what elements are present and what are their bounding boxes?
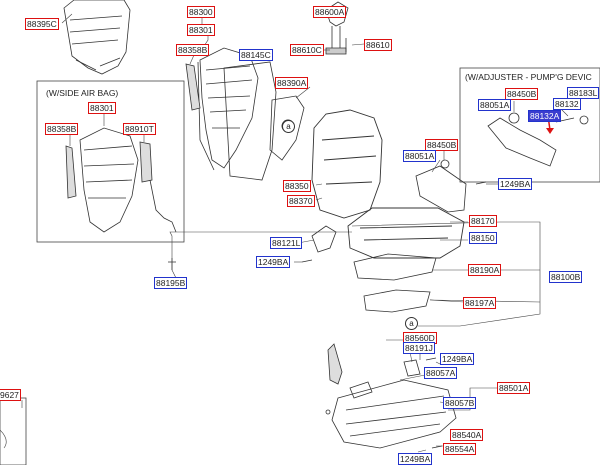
inset-box-side-airbag xyxy=(36,80,185,243)
part-label-88358b[interactable]: 88358B xyxy=(176,44,210,56)
part-label-88121l[interactable]: 88121L xyxy=(270,237,303,249)
recliner-cover xyxy=(415,165,467,213)
inset-title-adjuster: (W/ADJUSTER - PUMP'G DEVIC xyxy=(465,72,592,82)
part-label-88610[interactable]: 88610 xyxy=(364,39,392,51)
back-pad xyxy=(269,95,305,161)
part-label-88610c[interactable]: 88610C xyxy=(290,44,324,56)
part-label-88350[interactable]: 88350 xyxy=(283,180,311,192)
part-label-88195b[interactable]: 88195B xyxy=(154,277,188,289)
part-label-88370[interactable]: 88370 xyxy=(287,195,315,207)
knob-450B xyxy=(440,159,450,169)
back-board xyxy=(223,61,277,181)
part-label-88554a[interactable]: 88554A xyxy=(443,443,477,455)
inset-box-corner xyxy=(0,397,27,465)
part-label-88132a[interactable]: 88132A xyxy=(528,110,562,122)
part-label-88145c[interactable]: 88145C xyxy=(239,49,273,61)
leader-lines xyxy=(0,9,569,453)
cushion-plate xyxy=(363,289,431,313)
bolts xyxy=(168,38,487,449)
part-label-9627[interactable]: 9627 xyxy=(0,389,21,401)
part-label-88051a[interactable]: 88051A xyxy=(403,150,437,162)
part-label-88301-inset[interactable]: 88301 xyxy=(88,102,116,114)
part-label-88910t[interactable]: 88910T xyxy=(123,123,156,135)
part-label-88540a[interactable]: 88540A xyxy=(450,429,484,441)
part-label-88450b-adjuster[interactable]: 88450B xyxy=(505,88,539,100)
part-label-88450b[interactable]: 88450B xyxy=(425,139,459,151)
side-bracket-left xyxy=(185,63,201,111)
part-label-88395c[interactable]: 88395C xyxy=(25,18,59,30)
part-label-88100b[interactable]: 88100B xyxy=(549,271,583,283)
part-label-1249ba-mid[interactable]: 1249BA xyxy=(440,353,475,365)
reference-marker-a: a xyxy=(282,120,295,133)
part-label-88358b-inset[interactable]: 88358B xyxy=(45,123,79,135)
side-cover xyxy=(311,225,337,253)
part-label-88057b[interactable]: 88057B xyxy=(443,397,477,409)
part-label-88190a[interactable]: 88190A xyxy=(468,264,502,276)
seat-cushion xyxy=(347,207,465,259)
part-label-88197a[interactable]: 88197A xyxy=(463,297,497,309)
part-label-88300[interactable]: 88300 xyxy=(187,6,215,18)
part-label-88390a[interactable]: 88390A xyxy=(275,77,309,89)
part-label-1249ba-left[interactable]: 1249BA xyxy=(256,256,291,268)
part-label-88191j[interactable]: 88191J xyxy=(403,342,435,354)
inset-box-adjuster xyxy=(459,67,600,183)
reference-marker-a: a xyxy=(405,317,418,330)
part-label-88150[interactable]: 88150 xyxy=(469,232,497,244)
seat-back-frame-top xyxy=(63,0,131,75)
part-label-1249ba-right[interactable]: 1249BA xyxy=(498,178,533,190)
seat-back-frame-main xyxy=(197,47,259,171)
part-label-88183l[interactable]: 88183L xyxy=(567,87,600,99)
cushion-pad xyxy=(353,253,437,281)
seat-back-cover xyxy=(281,109,383,219)
part-label-88170[interactable]: 88170 xyxy=(469,215,497,227)
part-label-88600a[interactable]: 88600A xyxy=(313,6,347,18)
inset-airbag-frame xyxy=(65,127,177,233)
part-label-88057a[interactable]: 88057A xyxy=(424,367,458,379)
part-label-88132[interactable]: 88132 xyxy=(553,98,581,110)
part-label-1249ba-bottom[interactable]: 1249BA xyxy=(398,453,433,465)
inset-title-side-air-bag: (W/SIDE AIR BAG) xyxy=(46,88,119,98)
part-label-88301[interactable]: 88301 xyxy=(187,24,215,36)
headrest xyxy=(325,1,349,55)
seat-track xyxy=(325,343,457,449)
part-label-88051a-adjuster[interactable]: 88051A xyxy=(478,99,512,111)
adjuster-arrowhead xyxy=(546,128,554,134)
part-label-88501a[interactable]: 88501A xyxy=(497,382,531,394)
